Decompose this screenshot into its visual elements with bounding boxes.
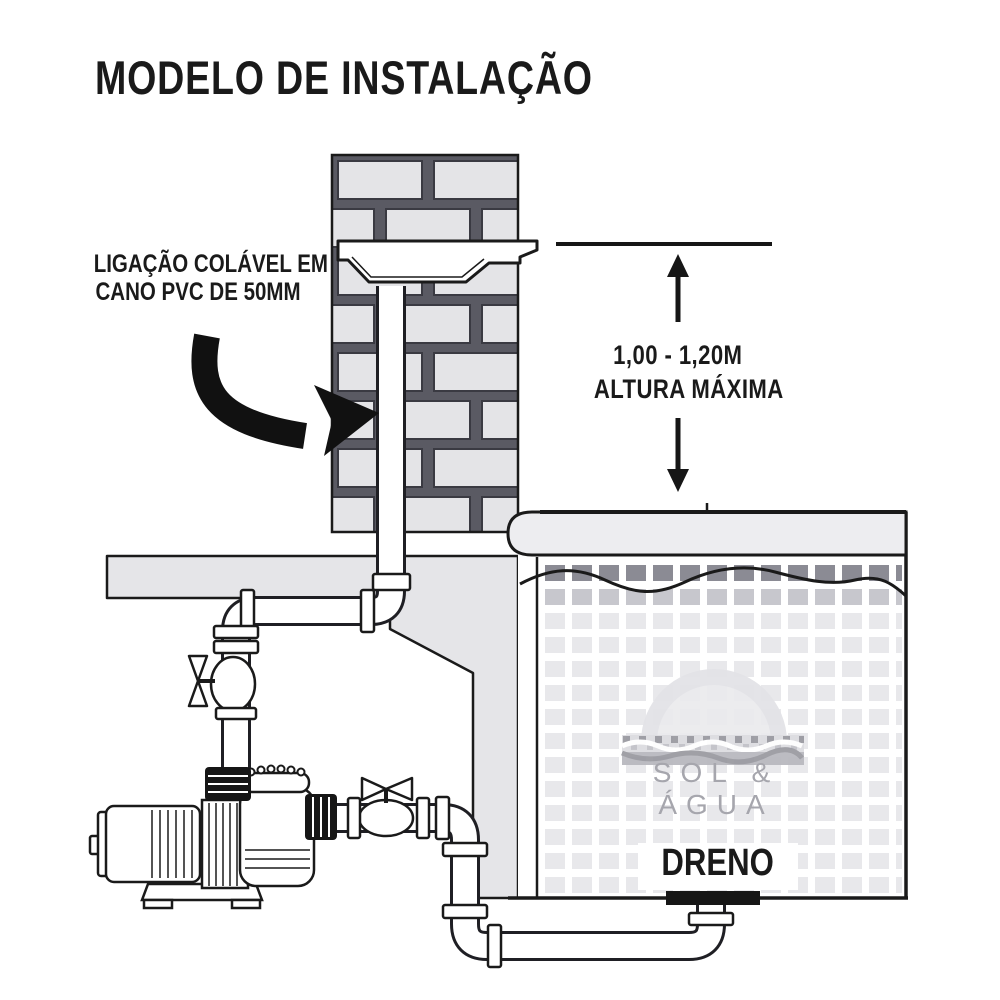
height-label: ALTURA MÁXIMA	[593, 374, 784, 404]
drain-fitting	[666, 891, 760, 905]
gate-valve-handle	[360, 776, 414, 803]
height-annotation: 1,00 - 1,20M ALTURA MÁXIMA	[573, 340, 783, 405]
curved-pointer-arrow	[191, 333, 379, 456]
watermark-text: SOL & ÁGUA	[652, 757, 780, 820]
pipe-coupling	[441, 903, 489, 920]
arrow-up-icon	[667, 254, 689, 277]
pump-motor	[104, 804, 202, 884]
pipe-flange	[486, 923, 503, 969]
check-valve-handle	[187, 654, 215, 708]
pump	[88, 764, 337, 910]
height-value: 1,00 - 1,20M	[613, 340, 743, 370]
suction-pipe	[337, 803, 726, 961]
piping	[187, 286, 760, 969]
pipe-coupling	[371, 572, 412, 592]
pipe-flange	[346, 796, 362, 840]
pipe-coupling	[687, 911, 735, 927]
pool-coping	[506, 510, 908, 557]
drain-label: DRENO	[661, 842, 775, 884]
arrow-down-icon	[667, 469, 689, 492]
pipe-note-line1: LIGAÇÃO COLÁVEL EM	[93, 250, 328, 278]
pipe-flange	[415, 796, 431, 840]
pipe-coupling	[214, 706, 258, 721]
height-measure-arrows	[556, 242, 772, 492]
water-line	[519, 566, 908, 598]
brick-wall	[330, 153, 520, 534]
pool-tile-row-mid	[542, 586, 902, 610]
pvc-discharge-pipe	[221, 286, 406, 770]
pipe-coupling	[441, 841, 489, 858]
drain-label-patch	[638, 843, 798, 890]
waterfall-spout	[336, 239, 539, 284]
pump-strainer-pot	[238, 786, 316, 888]
gate-valve	[357, 798, 415, 838]
sol-agua-logo	[620, 669, 804, 765]
pipe-coupling	[212, 624, 260, 640]
pool	[506, 503, 908, 900]
pipe-flange	[359, 588, 376, 634]
check-valve	[209, 655, 257, 713]
pipe-note-line2: CANO PVC DE 50MM	[95, 278, 301, 307]
page-title: MODELO DE INSTALAÇÃO	[95, 51, 593, 104]
pipe-flange	[434, 795, 451, 841]
pipe-coupling	[212, 639, 260, 655]
arrow-head-icon	[314, 385, 379, 456]
pipe-note: LIGAÇÃO COLÁVEL EM CANO PVC DE 50MM	[68, 250, 328, 307]
